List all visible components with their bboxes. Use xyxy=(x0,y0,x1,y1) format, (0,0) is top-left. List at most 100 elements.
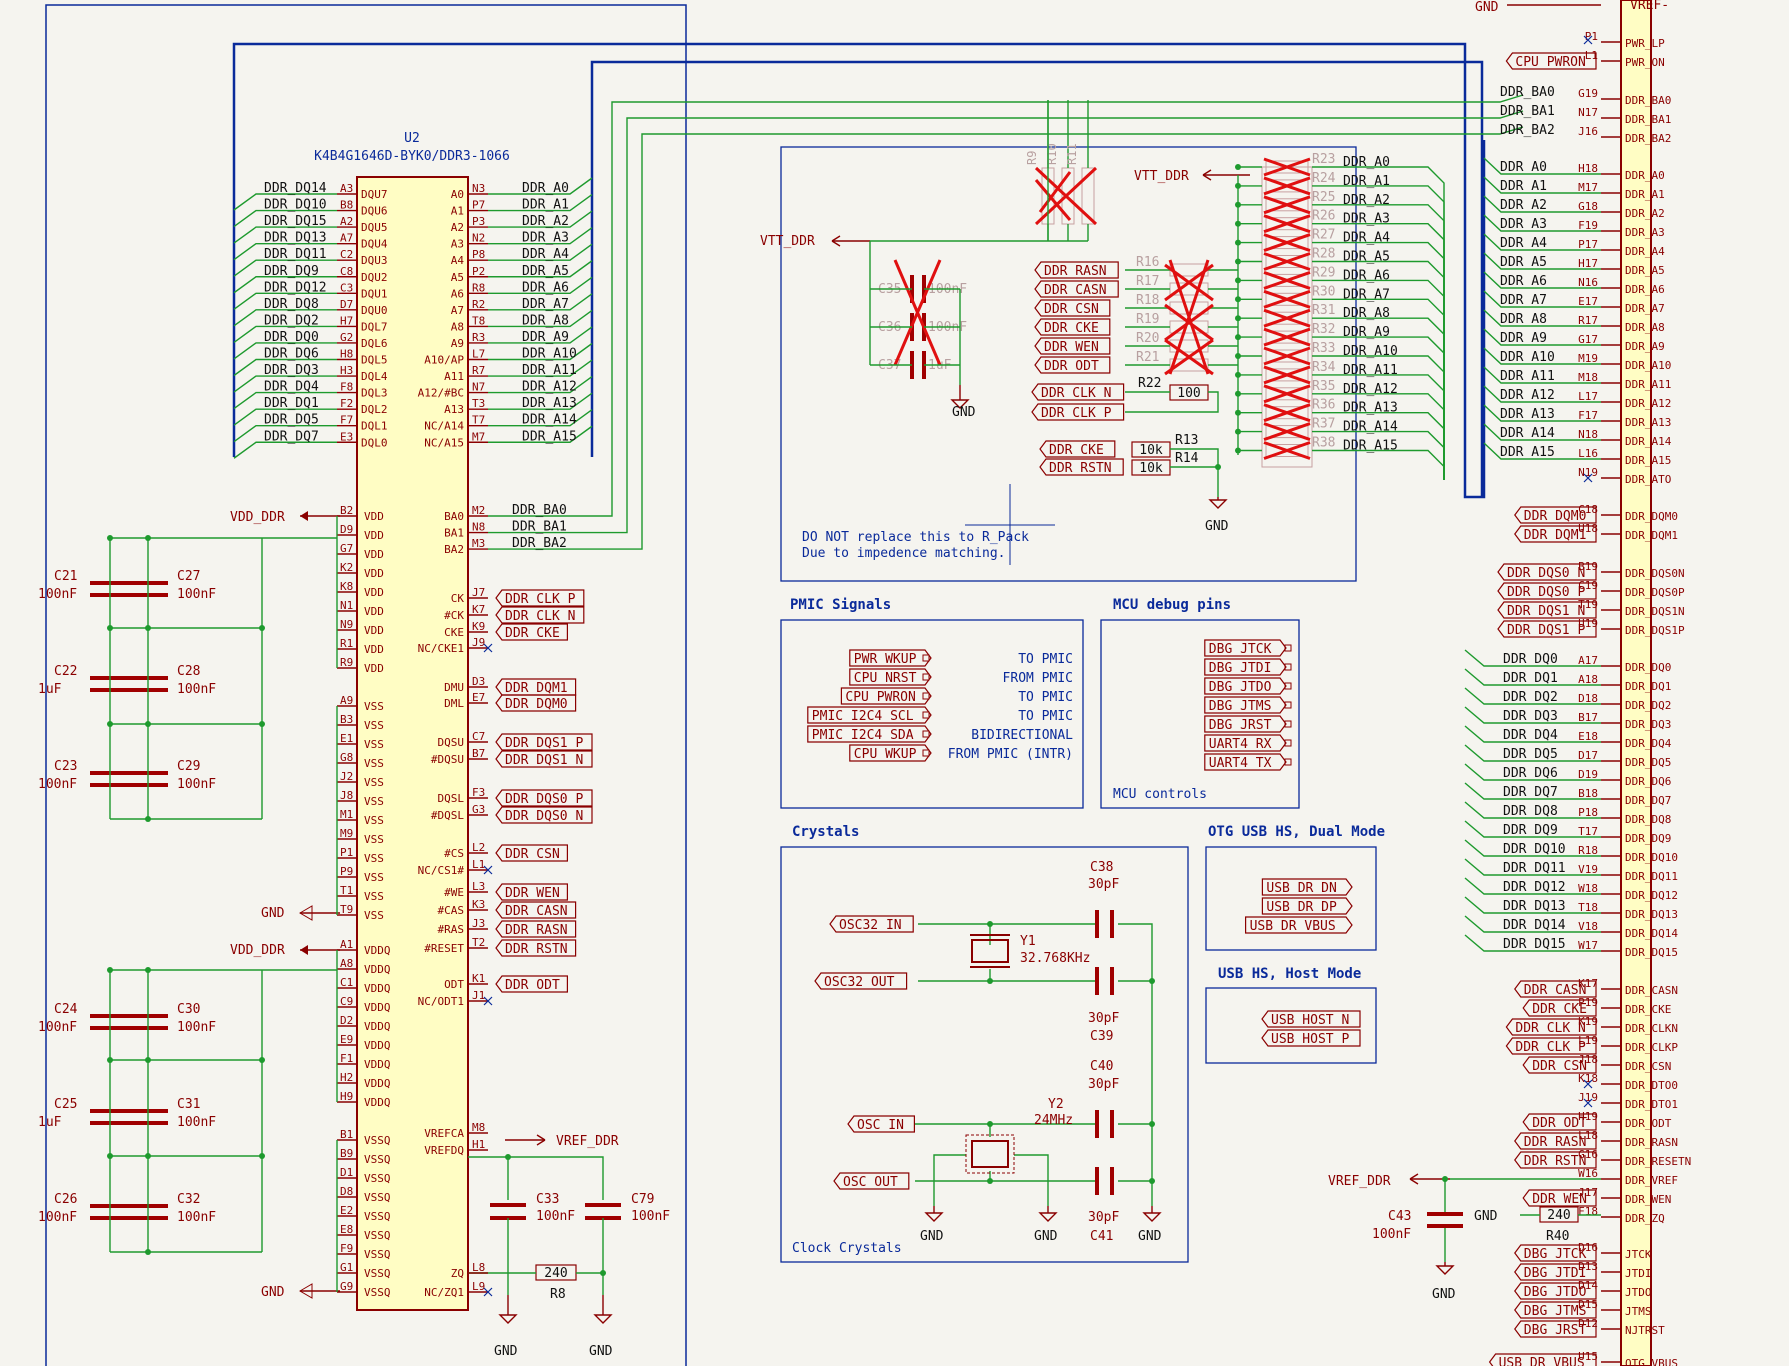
term-ctrl-label-ddr-rasn[interactable]: DDR_RASN xyxy=(1034,261,1119,279)
debug-label-uart4-rx[interactable]: UART4_RX xyxy=(1204,734,1287,752)
u2-label-ddr-rasn[interactable]: DDR_RASN xyxy=(495,920,577,938)
usbhost-label-usb-host-p[interactable]: USB_HOST_P xyxy=(1261,1029,1361,1047)
mcu-label-ddr-dqs0-p-text: DDR_DQS0_P xyxy=(1507,585,1585,600)
debug-label-dbg-jtms[interactable]: DBG_JTMS xyxy=(1204,696,1287,714)
crystal-label-osc32-in[interactable]: OSC32_IN xyxy=(829,915,914,933)
addr-res-r29 xyxy=(1265,273,1309,287)
term-label-r22-clkn[interactable]: DDR_CLK_N xyxy=(1031,383,1125,401)
u2-label-ddr-dqs0-p[interactable]: DDR_DQS0_P xyxy=(495,789,593,807)
otg-label-usb-dr-dp[interactable]: USB_DR_DP xyxy=(1261,897,1353,915)
mcu-label-ddr-dqs1-p[interactable]: DDR_DQS1_P xyxy=(1497,620,1597,638)
mcu-label-ddr-csn[interactable]: DDR_CSN xyxy=(1522,1056,1597,1074)
net-ddr-a14: DDR_A14 xyxy=(522,413,577,428)
debug-label-dbg-jtdo[interactable]: DBG_JTDO xyxy=(1204,677,1287,695)
mcu-pinname-ddr-vref: DDR_VREF xyxy=(1625,1174,1678,1187)
mcu-label-ddr-casn[interactable]: DDR_CASN xyxy=(1514,980,1597,998)
net-ddr-ba1: DDR_BA1 xyxy=(512,520,567,535)
mcu-label-ddr-dqs0-p[interactable]: DDR_DQS0_P xyxy=(1497,582,1597,600)
pmic-label-cpu-pwron[interactable]: CPU_PWRON xyxy=(840,687,932,705)
y1-crystal[interactable] xyxy=(971,939,1009,963)
y2-crystal[interactable] xyxy=(971,1140,1009,1168)
debug-label-dbg-jrst-text: DBG_JRST xyxy=(1209,718,1272,733)
debug-label-dbg-jtck[interactable]: DBG_JTCK xyxy=(1204,639,1287,657)
mcu-label-dbg-jtck[interactable]: DBG_JTCK xyxy=(1514,1244,1597,1262)
pmic-label-cpu-nrst[interactable]: CPU_NRST xyxy=(849,668,932,686)
debug-port-dbg-jrst xyxy=(1284,720,1292,728)
pmic-label-pmic-i2c4-scl[interactable]: PMIC_I2C4_SCL xyxy=(807,706,932,724)
addr-x-r31 xyxy=(1263,308,1311,328)
net-ddr-dq5: DDR_DQ5 xyxy=(264,413,319,428)
mcu-label-ddr-clk-p[interactable]: DDR_CLK_P xyxy=(1505,1037,1597,1055)
mcu-label-ddr-dqs0-n[interactable]: DDR_DQS0_N xyxy=(1497,563,1597,581)
mcu-label-ddr-dqs1-n[interactable]: DDR_DQS1_N xyxy=(1497,601,1597,619)
crystal-label-osc32-out[interactable]: OSC32_OUT xyxy=(814,972,908,990)
u2-label-ddr-dqs1-n[interactable]: DDR_DQS1_N xyxy=(495,750,593,768)
mcu-label-ddr-dqm0[interactable]: DDR_DQM0 xyxy=(1514,506,1597,524)
u2-label-ddr-cke[interactable]: DDR_CKE xyxy=(495,623,568,641)
crystal-label-osc32-out-frame xyxy=(814,972,908,990)
mcu-label-usb-dr-vbus[interactable]: USB_DR_VBUS xyxy=(1488,1353,1597,1366)
pmic-label-pmic-i2c4-sda[interactable]: PMIC_I2C4_SDA xyxy=(807,725,932,743)
crystal-label-osc-in[interactable]: OSC_IN xyxy=(847,1115,915,1133)
u2-label-ddr-dqs1-p[interactable]: DDR_DQS1_P xyxy=(495,733,593,751)
u2-pinnum-n9: N9 xyxy=(340,618,353,631)
u2-label-ddr-csn[interactable]: DDR_CSN xyxy=(495,844,568,862)
u2-label-ddr-dqs0-n[interactable]: DDR_DQS0_N xyxy=(495,806,593,824)
mcu-dq-net-0: DDR_DQ0 xyxy=(1503,652,1558,667)
pmic-label-cpu-wkup[interactable]: CPU_WKUP xyxy=(849,744,932,762)
debug-label-uart4-tx[interactable]: UART4_TX xyxy=(1204,753,1287,771)
pmic-label-cpu-nrst-frame xyxy=(849,668,932,686)
u2-label-ddr-wen[interactable]: DDR_WEN xyxy=(495,883,568,901)
mcu-label-dbg-jtdi[interactable]: DBG_JTDI xyxy=(1514,1263,1597,1281)
crystal-label-osc-in-text: OSC_IN xyxy=(857,1118,904,1133)
decap-junction-0-7 xyxy=(259,625,265,631)
term-label-r22-clkp[interactable]: DDR_CLK_P xyxy=(1031,403,1125,421)
mcu-pinnum-ddr-dq9: T17 xyxy=(1578,825,1598,838)
u2-label-ddr-dqs0-p-text: DDR_DQS0_P xyxy=(505,792,583,807)
mcu-pinname-ddr-a14: DDR_A14 xyxy=(1625,435,1672,448)
wire-ddr-a9 xyxy=(488,326,593,344)
u2-label-ddr-dqm0[interactable]: DDR_DQM0 xyxy=(495,694,577,712)
term-ctrl-label-ddr-odt[interactable]: DDR_ODT xyxy=(1034,356,1111,374)
usbhost-label-usb-host-n[interactable]: USB_HOST_N xyxy=(1261,1010,1361,1028)
mcu-dq-net-6: DDR_DQ6 xyxy=(1503,766,1558,781)
mcu-label-ddr-rasn[interactable]: DDR_RASN xyxy=(1514,1132,1597,1150)
mcu-label-ddr-dqm1[interactable]: DDR_DQM1 xyxy=(1514,525,1597,543)
term-ctrl-label-ddr-csn[interactable]: DDR_CSN xyxy=(1034,299,1111,317)
mcu-label-ddr-cke[interactable]: DDR_CKE xyxy=(1522,999,1597,1017)
mcu-pinnum-ddr-a7: E17 xyxy=(1578,295,1598,308)
mcu-label-ddr-odt[interactable]: DDR_ODT xyxy=(1522,1113,1597,1131)
term-label-r14-rstn[interactable]: DDR_RSTN xyxy=(1039,458,1124,476)
term-ctrl-label-ddr-casn[interactable]: DDR_CASN xyxy=(1034,280,1119,298)
u2-label-ddr-rstn[interactable]: DDR_RSTN xyxy=(495,939,577,957)
crystal-label-osc-out[interactable]: OSC_OUT xyxy=(833,1172,910,1190)
debug-label-dbg-jtdi[interactable]: DBG_JTDI xyxy=(1204,658,1287,676)
mcu-label-dbg-jrst[interactable]: DBG_JRST xyxy=(1514,1320,1597,1338)
u2-label-ddr-casn[interactable]: DDR_CASN xyxy=(495,901,577,919)
debug-label-dbg-jrst[interactable]: DBG_JRST xyxy=(1204,715,1287,733)
y2-ref: Y2 xyxy=(1048,1097,1064,1112)
mcu-label-ddr-clk-n[interactable]: DDR_CLK_N xyxy=(1505,1018,1597,1036)
u2-label-ddr-odt[interactable]: DDR_ODT xyxy=(495,975,568,993)
mcu-label-ddr-rstn[interactable]: DDR_RSTN xyxy=(1514,1151,1597,1169)
mcu-pinname-ddr-dq13: DDR_DQ13 xyxy=(1625,908,1678,921)
u2-label-ddr-clk-n[interactable]: DDR_CLK_N xyxy=(495,606,585,624)
mcu-pinname-ddr-ato: DDR_ATO xyxy=(1625,473,1671,486)
mcu-label-dbg-jtdo[interactable]: DBG_JTDO xyxy=(1514,1282,1597,1300)
pmic-label-pwr-wkup[interactable]: PWR_WKUP xyxy=(849,649,932,667)
no-connect-ddr-dto0 xyxy=(1583,1079,1593,1089)
u2-pinname-vssq-6: VSSQ xyxy=(364,1248,391,1261)
mcu-label-ddr-wen[interactable]: DDR_WEN xyxy=(1522,1189,1597,1207)
u2-label-ddr-clk-p[interactable]: DDR_CLK_P xyxy=(495,589,585,607)
mcu-pinnum-ddr-wen: J17 xyxy=(1578,1186,1598,1199)
mcu-label-dbg-jtms[interactable]: DBG_JTMS xyxy=(1514,1301,1597,1319)
term-label-r13-cke[interactable]: DDR_CKE xyxy=(1039,440,1116,458)
term-ctrl-label-ddr-wen[interactable]: DDR_WEN xyxy=(1034,337,1111,355)
u2-label-ddr-dqm1[interactable]: DDR_DQM1 xyxy=(495,678,577,696)
otg-label-usb-dr-vbus[interactable]: USB_DR_VBUS xyxy=(1245,916,1353,934)
u2-label-ddr-wen-text: DDR_WEN xyxy=(505,886,560,901)
mcu-label-cpu-pwron[interactable]: CPU_PWRON xyxy=(1505,52,1597,70)
otg-label-usb-dr-dn[interactable]: USB_DR_DN xyxy=(1261,878,1353,896)
u2-symbol-body[interactable] xyxy=(356,176,469,1311)
term-ctrl-label-ddr-cke[interactable]: DDR_CKE xyxy=(1034,318,1111,336)
